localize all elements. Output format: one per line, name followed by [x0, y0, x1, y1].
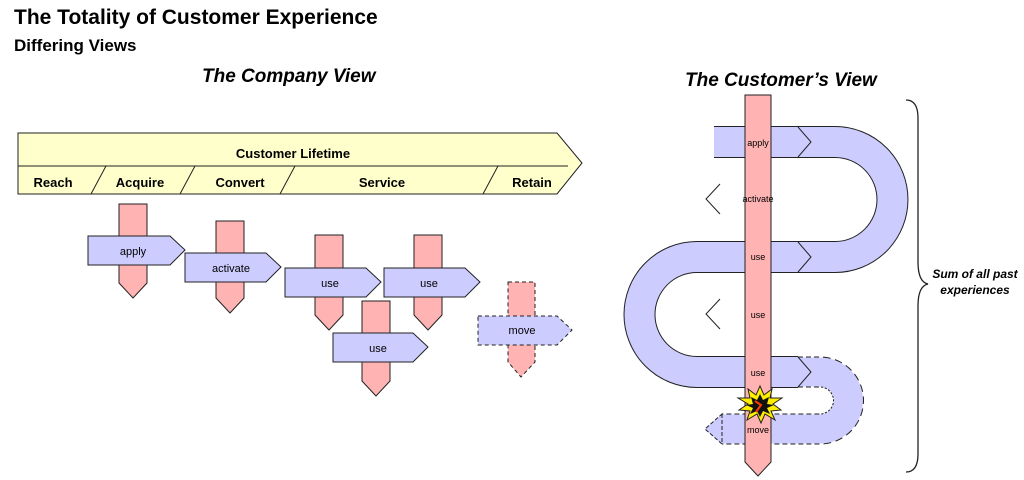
stage-retain: Retain — [512, 175, 552, 190]
chevron-right-icon — [797, 126, 812, 158]
step-label: use — [369, 343, 387, 355]
stage-service: Service — [359, 175, 405, 190]
step-label: move — [509, 325, 536, 337]
ribbon-start — [714, 127, 718, 157]
journey-label-use: use — [751, 310, 766, 320]
customer-lifetime-banner: Customer Lifetime Reach Acquire Convert … — [17, 132, 583, 195]
blue-right-arrow — [332, 332, 429, 363]
company-step-use-2: use — [383, 234, 481, 331]
blue-right-arrow — [477, 315, 573, 346]
journey-label-use: use — [751, 252, 766, 262]
blue-right-arrow — [284, 267, 382, 298]
journey-label-use: use — [751, 368, 766, 378]
company-step-use-1: use — [284, 234, 382, 331]
company-step-use-3: use — [332, 300, 429, 397]
chevron-left-icon — [705, 183, 721, 215]
step-label: apply — [120, 246, 147, 258]
stage-divider — [482, 165, 499, 195]
step-label: activate — [212, 263, 250, 275]
step-label: use — [420, 278, 438, 290]
blue-right-arrow — [383, 267, 481, 298]
chevron-right-icon — [797, 241, 812, 273]
step-label: use — [321, 278, 339, 290]
company-step-apply: apply — [87, 203, 186, 299]
stage-convert: Convert — [215, 175, 265, 190]
ribbon-dashed-fill — [722, 357, 863, 444]
blue-right-arrow — [184, 252, 282, 283]
lifetime-label: Customer Lifetime — [236, 146, 350, 161]
stage-reach: Reach — [33, 175, 72, 190]
chevron-left-icon — [705, 298, 721, 330]
frustration-burst-icon — [736, 384, 784, 425]
company-view-title: The Company View — [202, 66, 376, 87]
company-step-move: move — [477, 281, 573, 378]
stage-acquire: Acquire — [116, 175, 164, 190]
brace-label: Sum of all past experiences — [932, 267, 1018, 297]
company-step-activate: activate — [184, 220, 282, 314]
journey-label-activate: activate — [742, 194, 773, 204]
ribbon-end-arrowhead — [704, 412, 723, 446]
journey-label-apply: apply — [747, 138, 769, 148]
blue-right-arrow — [87, 235, 186, 266]
page-title: The Totality of Customer Experience — [14, 6, 378, 29]
stage-divider — [90, 165, 107, 195]
customer-view-title: The Customer’s View — [685, 70, 877, 91]
chevron-right-icon — [797, 356, 812, 388]
right-brace — [905, 99, 929, 473]
page-subtitle: Differing Views — [14, 36, 137, 55]
stage-divider — [179, 165, 196, 195]
stage-divider — [279, 165, 296, 195]
journey-label-move: move — [747, 425, 769, 435]
